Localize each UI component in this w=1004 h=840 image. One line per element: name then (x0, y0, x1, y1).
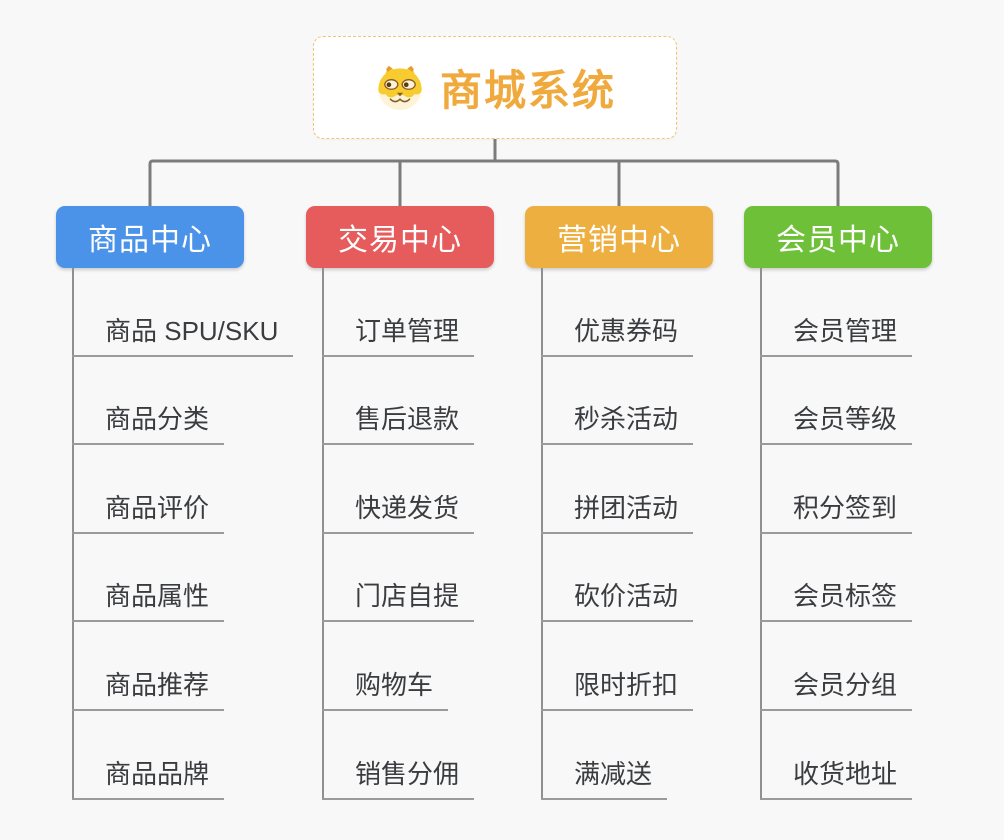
leaf-slot: 门店自提 (322, 534, 475, 623)
branch-rail-line (148, 159, 840, 206)
leaf-slot: 积分签到 (760, 445, 913, 534)
branch-trade-center: 交易中心 订单管理 售后退款 快递发货 门店自提 购物车 销售分佣 (306, 206, 494, 800)
leaf-slot: 会员等级 (760, 357, 913, 446)
leaf-list: 优惠券码 秒杀活动 拼团活动 砍价活动 限时折扣 满减送 (541, 268, 694, 800)
branch-node-trade-center[interactable]: 交易中心 (306, 206, 494, 268)
leaf-slot: 售后退款 (322, 357, 475, 446)
leaf-node[interactable]: 商品 SPU/SKU (72, 311, 294, 357)
leaf-node[interactable]: 购物车 (322, 665, 449, 711)
leaf-node[interactable]: 拼团活动 (541, 488, 694, 534)
branch-node-marketing-center[interactable]: 营销中心 (525, 206, 713, 268)
leaf-node[interactable]: 快递发货 (322, 488, 475, 534)
leaf-slot: 商品品牌 (72, 711, 293, 800)
leaf-node[interactable]: 会员标签 (760, 576, 913, 623)
leaf-slot: 砍价活动 (541, 534, 694, 623)
leaf-slot: 商品推荐 (72, 622, 293, 711)
leaf-node[interactable]: 会员等级 (760, 399, 913, 446)
leaf-node[interactable]: 商品推荐 (72, 665, 225, 711)
leaf-node[interactable]: 商品品牌 (72, 754, 225, 800)
branch-node-member-center[interactable]: 会员中心 (744, 206, 932, 268)
leaf-slot: 购物车 (322, 622, 474, 711)
leaf-node[interactable]: 商品分类 (72, 399, 225, 446)
leaf-node[interactable]: 商品属性 (72, 576, 225, 623)
leaf-node[interactable]: 门店自提 (322, 576, 475, 623)
leaf-slot: 销售分佣 (322, 711, 475, 800)
leaf-slot: 收货地址 (760, 711, 913, 800)
leaf-node[interactable]: 销售分佣 (322, 754, 475, 800)
branch-product-center: 商品中心 商品 SPU/SKU 商品分类 商品评价 商品属性 商品推荐 商品品牌 (56, 206, 294, 800)
branch-member-center: 会员中心 会员管理 会员等级 积分签到 会员标签 会员分组 收货地址 (744, 206, 932, 800)
leaf-node[interactable]: 订单管理 (322, 311, 475, 357)
leaf-slot: 订单管理 (322, 268, 475, 357)
root-node[interactable]: 商城系统 (313, 36, 677, 139)
branch-marketing-center: 营销中心 优惠券码 秒杀活动 拼团活动 砍价活动 限时折扣 满减送 (525, 206, 713, 800)
leaf-node[interactable]: 会员管理 (760, 311, 913, 357)
leaf-node[interactable]: 秒杀活动 (541, 399, 694, 446)
leaf-slot: 会员标签 (760, 534, 913, 623)
branch-node-product-center[interactable]: 商品中心 (56, 206, 244, 268)
leaf-list: 商品 SPU/SKU 商品分类 商品评价 商品属性 商品推荐 商品品牌 (72, 268, 294, 800)
leaf-slot: 满减送 (541, 711, 693, 800)
leaf-node[interactable]: 收货地址 (760, 754, 913, 800)
branch-label: 会员中心 (776, 224, 900, 257)
leaf-list: 会员管理 会员等级 积分签到 会员标签 会员分组 收货地址 (760, 268, 913, 800)
leaf-slot: 商品 SPU/SKU (72, 268, 294, 357)
connector-group (148, 139, 840, 206)
branch-label: 交易中心 (338, 224, 462, 257)
leaf-slot: 会员分组 (760, 622, 913, 711)
leaf-slot: 会员管理 (760, 268, 913, 357)
leaf-slot: 秒杀活动 (541, 357, 694, 446)
leaf-node[interactable]: 积分签到 (760, 488, 913, 534)
leaf-node[interactable]: 砍价活动 (541, 576, 694, 623)
leaf-slot: 拼团活动 (541, 445, 694, 534)
leaf-slot: 商品属性 (72, 534, 293, 623)
dog-face-icon (378, 65, 422, 111)
leaf-slot: 商品分类 (72, 357, 293, 446)
leaf-node[interactable]: 售后退款 (322, 399, 475, 446)
branch-label: 营销中心 (557, 224, 681, 257)
leaf-slot: 商品评价 (72, 445, 293, 534)
leaf-slot: 快递发货 (322, 445, 475, 534)
leaf-node[interactable]: 限时折扣 (541, 665, 694, 711)
root-title: 商城系统 (439, 67, 616, 114)
branch-label: 商品中心 (88, 224, 212, 257)
leaf-slot: 优惠券码 (541, 268, 694, 357)
leaf-node[interactable]: 会员分组 (760, 665, 913, 711)
leaf-node[interactable]: 商品评价 (72, 488, 225, 534)
leaf-node[interactable]: 满减送 (541, 754, 668, 800)
leaf-list: 订单管理 售后退款 快递发货 门店自提 购物车 销售分佣 (322, 268, 475, 800)
leaf-slot: 限时折扣 (541, 622, 694, 711)
leaf-node[interactable]: 优惠券码 (541, 311, 694, 357)
